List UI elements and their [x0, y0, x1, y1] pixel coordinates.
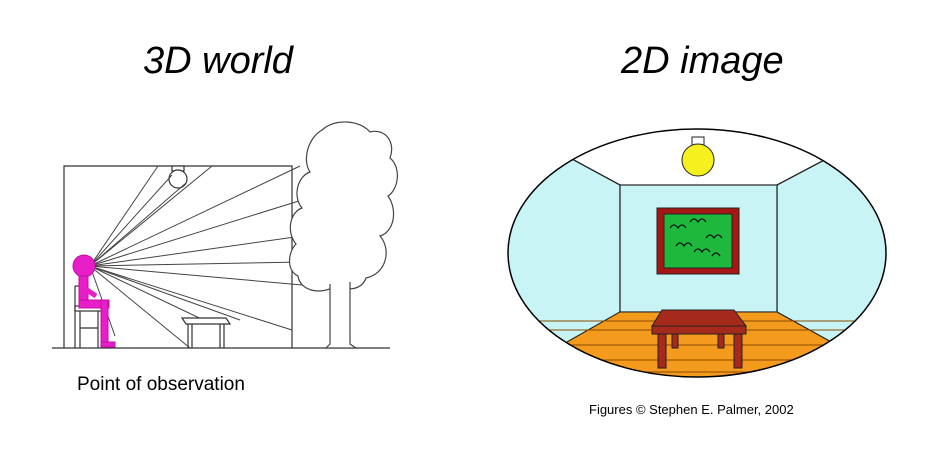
right-title: 2D image [621, 40, 784, 82]
room-3d [52, 165, 390, 349]
observer-figure-icon [72, 254, 116, 348]
table-icon [651, 309, 747, 369]
bench-icon [180, 317, 232, 348]
credit-caption: Figures © Stephen E. Palmer, 2002 [589, 402, 794, 417]
view-oval [507, 128, 887, 378]
ceiling-lamp-2d-icon [681, 136, 715, 177]
painting-icon [656, 207, 740, 275]
tree-icon [288, 121, 398, 349]
sight-lines [89, 165, 303, 349]
left-title: 3D world [143, 40, 293, 82]
point-of-observation-caption: Point of observation [77, 374, 245, 395]
